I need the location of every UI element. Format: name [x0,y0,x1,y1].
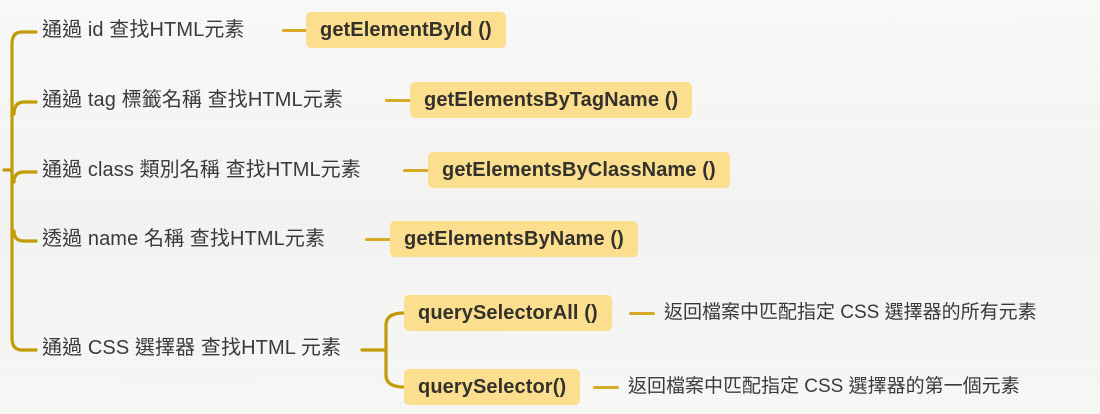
description-query-selector: 返回檔案中匹配指定 CSS 選擇器的第一個元素 [628,376,1020,397]
method-badge-query-selector[interactable]: querySelector() [404,369,581,405]
method-badge-get-element-by-id[interactable]: getElementById () [306,12,506,48]
branch-label-by-css-selector: 通過 CSS 選擇器 查找HTML 元素 [42,337,342,359]
method-badge-get-elements-by-name[interactable]: getElementsByName () [390,221,638,257]
dash-connector-by-name [365,238,391,241]
method-badge-get-elements-by-class-name[interactable]: getElementsByClassName () [428,152,730,188]
css-branch-bracket [384,311,406,389]
method-badge-get-elements-by-tag-name[interactable]: getElementsByTagName () [410,82,693,118]
branch-label-by-tag-name: 通過 tag 標籤名稱 查找HTML元素 [42,89,343,111]
method-badge-query-selector-all[interactable]: querySelectorAll () [404,295,612,331]
dash-connector-query-selector [593,386,619,389]
dash-connector-query-selector-all [629,312,655,315]
dash-connector-by-id [282,29,308,32]
description-query-selector-all: 返回檔案中匹配指定 CSS 選擇器的所有元素 [664,302,1037,323]
root-bracket-tick-2 [12,100,38,116]
dash-connector-by-tag-name [385,99,411,102]
dash-connector-by-class-name [403,169,429,172]
branch-label-by-name: 透過 name 名稱 查找HTML元素 [42,228,326,250]
root-bracket-tick-3 [12,170,38,184]
root-bracket-outer [2,30,38,352]
root-bracket-tick-4 [12,229,38,243]
branch-label-by-id: 通過 id 查找HTML元素 [42,19,245,41]
branch-label-by-class-name: 通過 class 類別名稱 查找HTML元素 [42,159,361,181]
